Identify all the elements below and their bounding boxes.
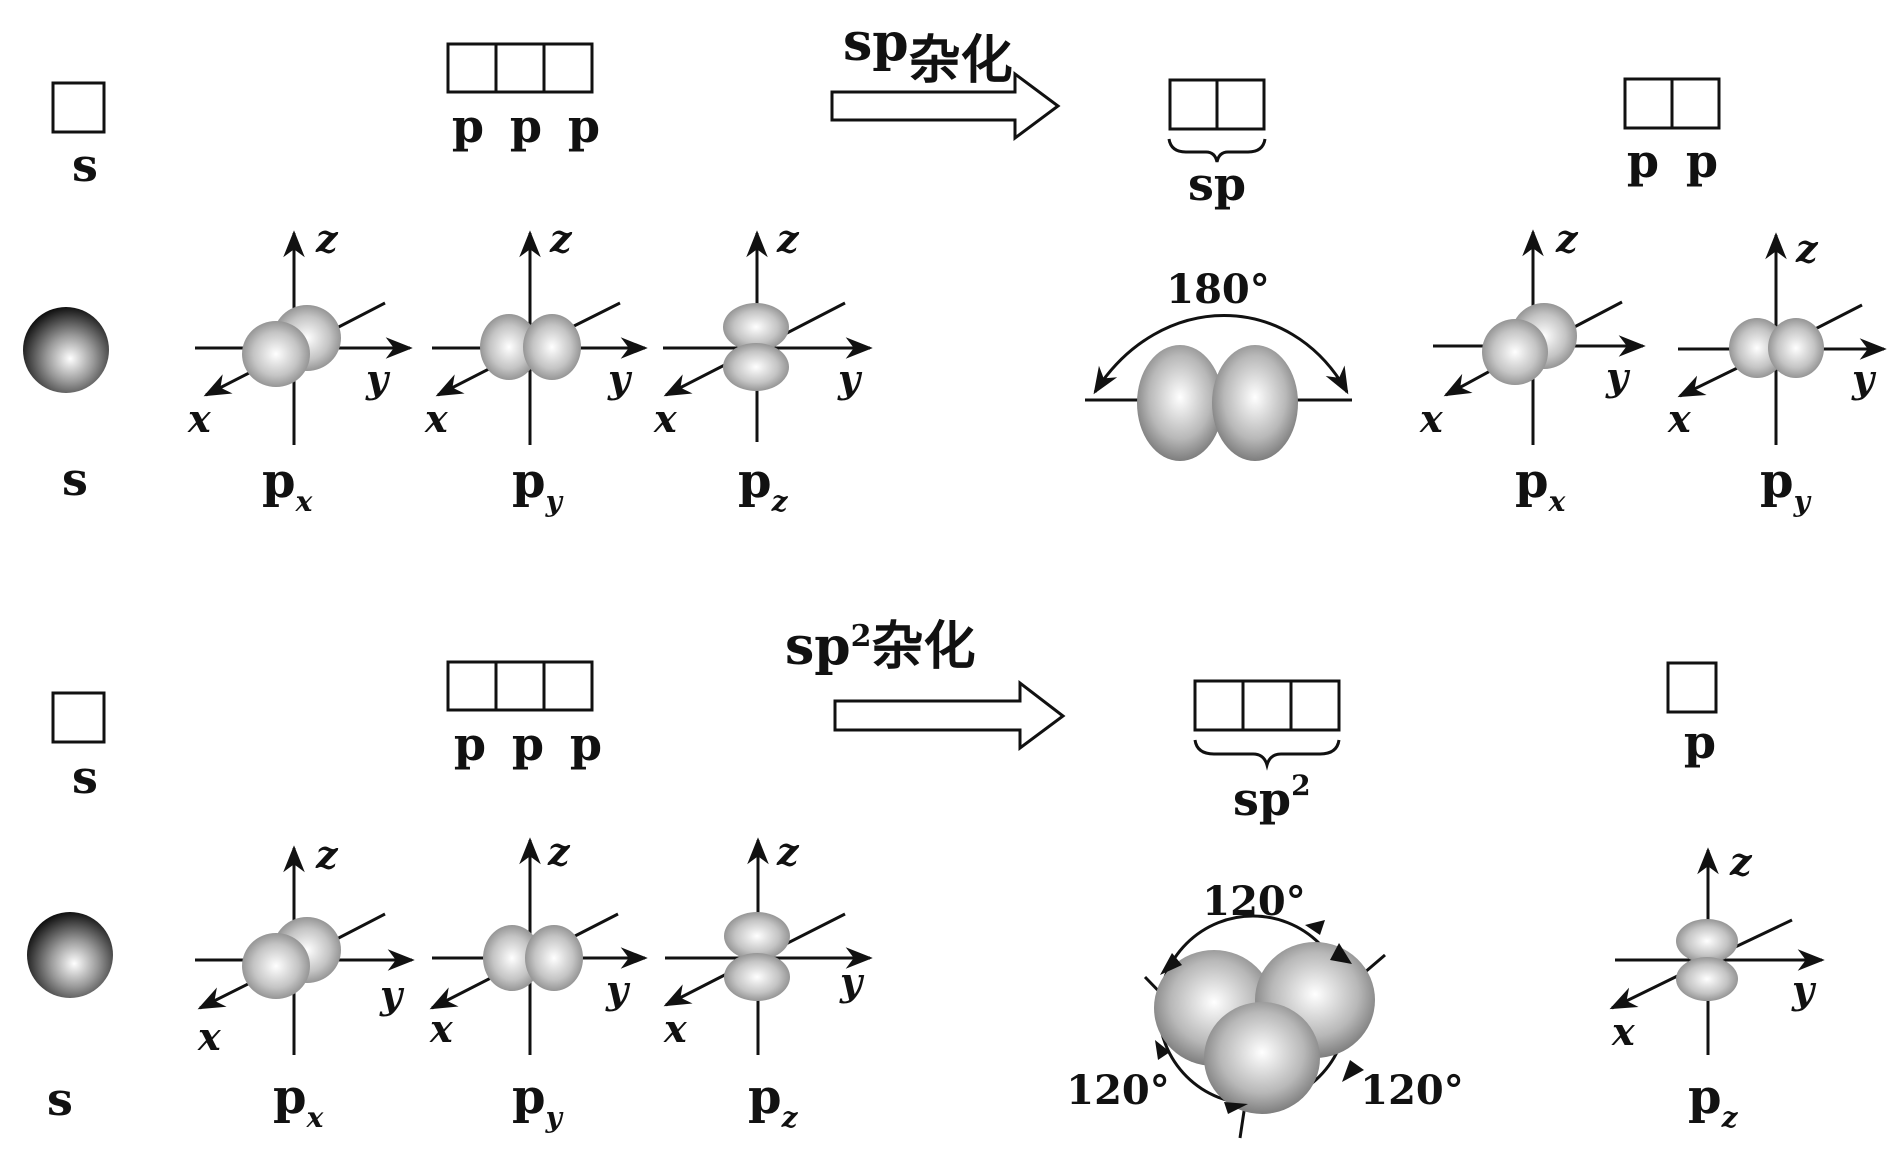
s-box-label: s — [72, 750, 98, 804]
z-axis-label: z — [315, 216, 339, 261]
sp-boxes — [1168, 78, 1266, 131]
angle-label-top: 120° — [1202, 878, 1306, 925]
p-box-label-1: p — [452, 99, 484, 153]
py-orbital: z y x — [424, 216, 648, 445]
x-axis-label: x — [424, 396, 449, 441]
hybridization-arrow — [833, 679, 1066, 751]
px-orbital: z y x — [195, 832, 415, 1059]
px-label: px — [273, 1069, 324, 1134]
right-pz-label: pz — [1688, 1069, 1739, 1134]
s-box-label: s — [72, 138, 98, 192]
y-axis-label: y — [1791, 967, 1817, 1012]
sp2-hybridization-title: sp2杂化 — [785, 616, 976, 677]
s-orbital-label: s — [47, 1072, 73, 1126]
z-axis-label: z — [776, 216, 800, 261]
s-orbital-label: s — [62, 452, 88, 506]
y-axis-label: y — [365, 356, 391, 401]
s-box — [51, 691, 106, 744]
p-box-label-2: p — [510, 99, 542, 153]
sp2-label: sp2 — [1233, 769, 1311, 826]
py-label: py — [512, 453, 564, 518]
s-orbital-sphere — [27, 912, 113, 998]
z-axis-label: z — [776, 829, 800, 874]
x-axis-label: x — [1611, 1009, 1636, 1054]
z-axis-label: z — [1555, 216, 1579, 261]
sp-hybridization-row: s p p p sp杂化 sp p p s — [23, 12, 1887, 518]
y-axis-label: y — [1605, 354, 1631, 399]
rest-p-label-1: p — [1627, 134, 1659, 188]
p-box-label-3: p — [570, 717, 602, 771]
sp2-hybridization-row: s p p p sp2杂化 sp2 p s — [27, 616, 1825, 1139]
z-axis-label: z — [547, 829, 571, 874]
y-axis-label: y — [839, 959, 865, 1004]
s-orbital-sphere — [23, 307, 109, 393]
x-axis-label: x — [1667, 396, 1692, 441]
y-axis-label: y — [1851, 356, 1877, 401]
px-label: px — [262, 453, 313, 518]
p-box-label-1: p — [454, 717, 486, 771]
right-pz-orbital: z y x — [1609, 839, 1825, 1055]
right-py-orbital: z y x — [1667, 226, 1887, 445]
sp-hybridization-title: sp杂化 — [843, 12, 1013, 91]
sp-label: sp — [1188, 157, 1246, 211]
x-axis-label: x — [187, 396, 212, 441]
z-axis-label: z — [549, 216, 573, 261]
py-orbital: z y x — [429, 829, 648, 1055]
rest-p-label-2: p — [1686, 134, 1718, 188]
right-px-orbital: z y x — [1419, 216, 1646, 445]
x-axis-label: x — [1419, 396, 1444, 441]
x-axis-label: x — [197, 1014, 222, 1059]
y-axis-label: y — [605, 967, 631, 1012]
x-axis-label: x — [663, 1006, 688, 1051]
remaining-p-box — [1666, 661, 1718, 714]
sp-brace — [1167, 138, 1267, 163]
angle-label-180: 180° — [1166, 266, 1270, 313]
sp-hybrid-orbitals — [1085, 314, 1352, 461]
pz-label: pz — [738, 453, 789, 518]
angle-label-right: 120° — [1360, 1067, 1464, 1114]
z-axis-label: z — [1795, 226, 1819, 271]
p-boxes — [446, 660, 594, 712]
z-axis-label: z — [315, 832, 339, 877]
z-axis-label: z — [1729, 839, 1753, 884]
pz-orbital: z y x — [653, 216, 873, 442]
x-axis-label: x — [429, 1006, 454, 1051]
right-px-label: px — [1515, 453, 1566, 518]
p-boxes — [446, 42, 594, 94]
x-axis-label: x — [653, 396, 678, 441]
y-axis-label: y — [379, 972, 405, 1017]
remaining-p-boxes — [1623, 77, 1721, 130]
px-orbital: z y x — [187, 216, 413, 445]
pz-orbital: z y x — [663, 829, 873, 1055]
p-box-label-2: p — [512, 717, 544, 771]
hybridization-arrow — [830, 71, 1061, 141]
sp2-brace — [1193, 739, 1341, 771]
sp2-boxes — [1193, 679, 1341, 732]
pz-label: pz — [748, 1069, 799, 1134]
y-axis-label: y — [607, 356, 633, 401]
p-box-label-3: p — [568, 99, 600, 153]
py-label: py — [512, 1069, 564, 1134]
angle-label-left: 120° — [1066, 1067, 1170, 1114]
s-box — [51, 81, 106, 134]
right-py-label: py — [1760, 453, 1812, 518]
sp2-hybrid-orbitals — [1143, 914, 1386, 1139]
rest-p-label: p — [1684, 715, 1716, 769]
y-axis-label: y — [837, 356, 863, 401]
